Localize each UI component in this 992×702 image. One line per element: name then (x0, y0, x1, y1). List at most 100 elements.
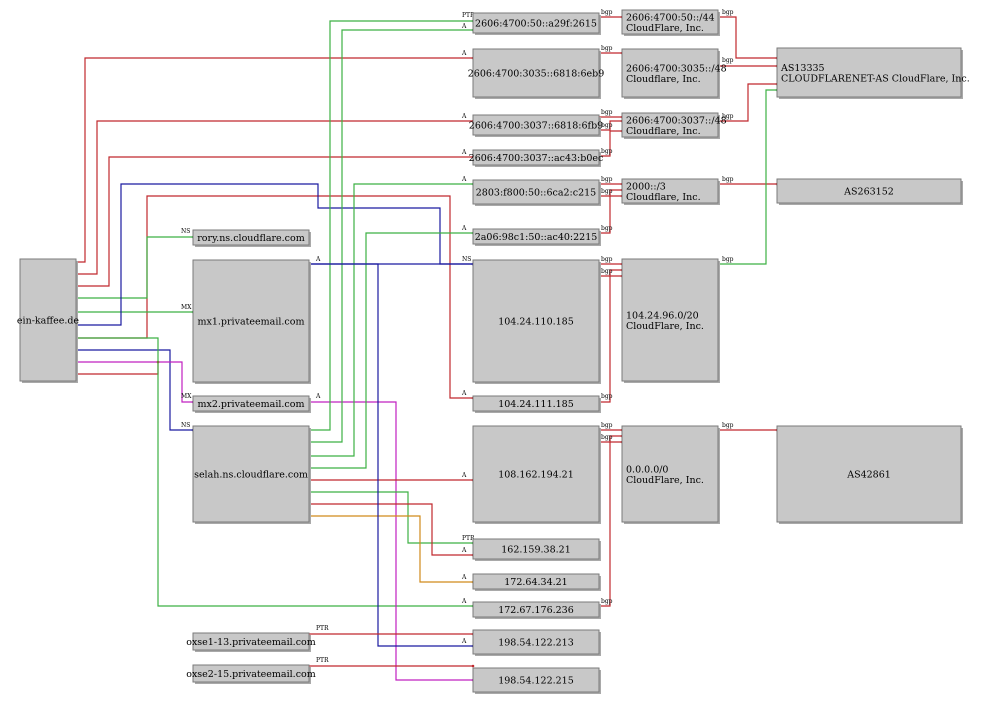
node-box (472, 573, 600, 590)
node-box (472, 601, 600, 618)
node-box (472, 114, 600, 136)
edge-label-a: A (461, 638, 467, 645)
graph-nodes: ein-kaffee.de rory.ns.cloudflare.com mx1.p… (17, 9, 970, 694)
edge-a-12 (309, 401, 473, 681)
node-ip-215[interactable]: 198.54.122.215 (472, 667, 601, 694)
edge-label-bgp: bgp (601, 148, 613, 155)
node-box (472, 48, 600, 98)
edge-label-ptr: PTR (462, 12, 475, 19)
node-box (472, 667, 600, 693)
node-ip-110[interactable]: 104.24.110.185 (472, 259, 601, 384)
node-label: 0.0.0.0/0 (626, 464, 668, 475)
node-box (621, 48, 719, 98)
node-mx1[interactable]: mx1.privateemail.com (192, 259, 311, 384)
node-label: rory.ns.cloudflare.com (197, 233, 304, 244)
edge-end-marker (471, 664, 475, 668)
edge-label-bgp: bgp (601, 393, 613, 400)
node-label: oxse2-15.privateemail.com (186, 669, 316, 680)
node-box (621, 112, 719, 138)
node-box (192, 425, 310, 523)
node-ip-172-64[interactable]: 172.64.34.21 (472, 573, 601, 591)
edge-a-1 (78, 120, 473, 275)
node-label: 104.24.110.185 (498, 317, 574, 328)
node-oxse1[interactable]: oxse1-13.privateemail.com (186, 632, 316, 652)
node-label: Cloudflare, Inc. (626, 126, 701, 137)
node-label: 172.64.34.21 (504, 577, 567, 588)
edge-label-a: A (315, 256, 321, 263)
edge-label-a: A (461, 598, 467, 605)
node-label: 2606:4700:3037::6818:6fb9 (469, 121, 603, 132)
edge-label-ns: NS (181, 228, 190, 235)
node-label: 108.162.194.21 (498, 470, 574, 481)
edge-bgp-42 (718, 89, 777, 265)
node-label: selah.ns.cloudflare.com (194, 470, 308, 481)
node-oxse2[interactable]: oxse2-15.privateemail.com (186, 664, 316, 684)
edge-mx-8 (78, 361, 193, 403)
node-label: 2803:f800:50::6ca2:c215 (476, 188, 596, 199)
edge-a-14 (309, 29, 473, 443)
node-ip-108[interactable]: 108.162.194.21 (472, 425, 601, 524)
edge-bgp-37 (599, 441, 622, 607)
edge-a-15 (309, 183, 473, 457)
edge-label-ptr: PTR (316, 657, 329, 664)
node-box (472, 395, 600, 412)
edge-label-a: A (461, 225, 467, 232)
edge-label-bgp: bgp (601, 188, 613, 195)
node-box (776, 425, 962, 523)
node-box (472, 179, 600, 205)
edge-label-a: A (461, 547, 467, 554)
node-as263152[interactable]: AS263152 (776, 178, 963, 205)
edge-bgp-27 (599, 120, 622, 131)
node-label: 2000::/3 (626, 181, 666, 192)
edge-label-bgp: bgp (722, 422, 734, 429)
node-domain[interactable]: ein-kaffee.de (17, 258, 80, 383)
edge-a-9 (78, 362, 159, 375)
node-label: CloudFlare, Inc. (626, 23, 704, 34)
node-ip-162[interactable]: 162.159.38.21 (472, 538, 601, 561)
edge-a-21 (309, 263, 473, 647)
edge-bgp-34 (599, 275, 622, 403)
node-ip-172-67[interactable]: 172.67.176.236 (472, 601, 601, 619)
node-label: 162.159.38.21 (501, 545, 571, 556)
node-box (776, 178, 962, 204)
node-box (472, 425, 600, 523)
node-box (621, 9, 719, 35)
node-label: 2606:4700:3035::/48 (626, 63, 727, 74)
edge-label-bgp: bgp (601, 434, 613, 441)
node-label: 104.24.111.185 (498, 399, 574, 410)
edge-label-a: A (461, 574, 467, 581)
node-label: 2a06:98c1:50::ac40:2215 (475, 232, 598, 243)
node-v6-c215[interactable]: 2803:f800:50::6ca2:c215 (472, 179, 601, 206)
edge-ns-7 (78, 349, 193, 431)
edge-bgp-30 (599, 189, 622, 197)
node-box (192, 229, 310, 246)
node-box (192, 259, 310, 383)
node-label: CLOUDFLARENET-AS CloudFlare, Inc. (781, 73, 970, 84)
node-ip-111[interactable]: 104.24.111.185 (472, 395, 601, 413)
node-v6-a29f[interactable]: 2606:4700:50::a29f:2615 (472, 12, 601, 35)
edge-label-ptr: PTR (462, 535, 475, 542)
edge-bgp-33 (599, 269, 622, 277)
node-ip-213[interactable]: 198.54.122.213 (472, 629, 601, 656)
edge-a-10 (78, 337, 473, 607)
edge-ns-6 (78, 183, 473, 326)
node-mx2[interactable]: mx2.privateemail.com (192, 395, 311, 413)
node-selah[interactable]: selah.ns.cloudflare.com (192, 425, 311, 524)
node-as42861[interactable]: AS42861 (776, 425, 963, 524)
node-v6-2215[interactable]: 2a06:98c1:50::ac40:2215 (472, 228, 601, 246)
node-box (472, 12, 600, 34)
node-v6-6fb9[interactable]: 2606:4700:3037::6818:6fb9 (469, 114, 603, 137)
node-rory[interactable]: rory.ns.cloudflare.com (192, 229, 311, 247)
node-v6-b0ec[interactable]: 2606:4700:3037::ac43:b0ec (469, 149, 604, 167)
node-box (192, 664, 310, 683)
edge-label-a: A (315, 393, 321, 400)
node-box (472, 259, 600, 383)
node-v6-6eb9[interactable]: 2606:4700:3035::6818:6eb9 (468, 48, 605, 99)
